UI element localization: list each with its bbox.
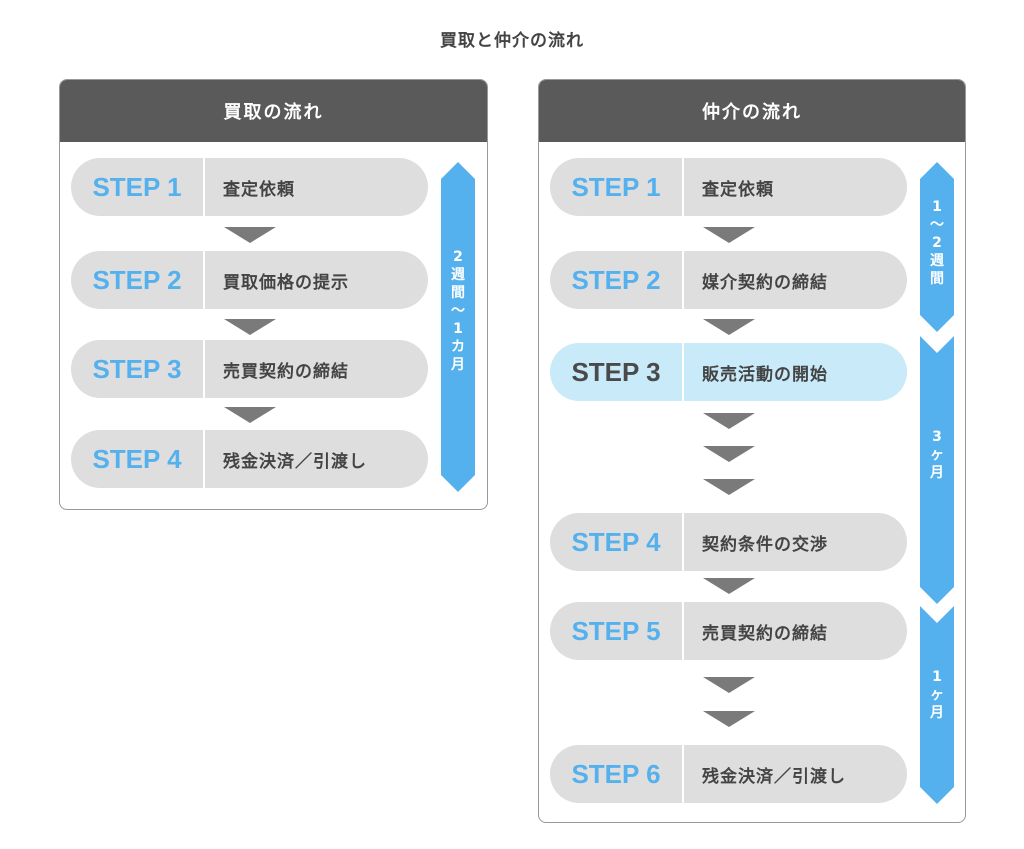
- duration-char: ヶ: [930, 447, 944, 463]
- step-label: 査定依頼: [223, 179, 295, 200]
- step-number: STEP 3: [71, 340, 205, 398]
- step-number: STEP 6: [550, 745, 684, 803]
- duration-char: 月: [930, 465, 944, 481]
- step-number: STEP 4: [550, 513, 684, 571]
- duration-label: 1 〜 2 週 間: [920, 198, 954, 288]
- down-arrow-icon: [703, 677, 755, 693]
- kaitori-duration-bar: 2 週 間 〜 1 カ 月: [441, 162, 475, 492]
- duration-char: 3: [932, 429, 942, 445]
- chukai-step-6: STEP 6 残金決済／引渡し: [550, 745, 907, 803]
- step-number: STEP 2: [71, 251, 205, 309]
- step-label: 残金決済／引渡し: [702, 766, 846, 787]
- duration-char: 週: [451, 267, 465, 283]
- diagram-title: 買取と仲介の流れ: [440, 31, 584, 51]
- duration-label: 2 週 間 〜 1 カ 月: [441, 248, 475, 374]
- down-arrow-icon: [703, 711, 755, 727]
- duration-char: 1: [932, 669, 942, 685]
- duration-char: 〜: [930, 217, 944, 233]
- chukai-step-4: STEP 4 契約条件の交渉: [550, 513, 907, 571]
- down-arrow-icon: [703, 446, 755, 462]
- step-number: STEP 4: [71, 430, 205, 488]
- duration-label: 1 ヶ 月: [920, 668, 954, 722]
- chukai-duration-bar-1: 1 〜 2 週 間: [920, 162, 954, 332]
- duration-char: ヶ: [930, 687, 944, 703]
- down-arrow-icon: [703, 227, 755, 243]
- chukai-duration-bar-3: 1 ヶ 月: [920, 606, 954, 804]
- down-arrow-icon: [224, 227, 276, 243]
- down-arrow-icon: [703, 479, 755, 495]
- duration-char: 月: [930, 705, 944, 721]
- down-arrow-icon: [703, 578, 755, 594]
- chukai-panel: 仲介の流れ STEP 1 査定依頼 STEP 2 媒介契約の締結 STEP 3 …: [538, 79, 966, 823]
- duration-char: 〜: [451, 303, 465, 319]
- step-label: 売買契約の締結: [223, 361, 349, 382]
- duration-char: 1: [932, 199, 942, 215]
- kaitori-step-4: STEP 4 残金決済／引渡し: [71, 430, 428, 488]
- step-number: STEP 1: [550, 158, 684, 216]
- chukai-step-5: STEP 5 売買契約の締結: [550, 602, 907, 660]
- step-number: STEP 1: [71, 158, 205, 216]
- chukai-step-1: STEP 1 査定依頼: [550, 158, 907, 216]
- kaitori-step-1: STEP 1 査定依頼: [71, 158, 428, 216]
- duration-char: 間: [930, 271, 944, 287]
- step-label: 媒介契約の締結: [702, 272, 828, 293]
- chukai-step-2: STEP 2 媒介契約の締結: [550, 251, 907, 309]
- kaitori-step-3: STEP 3 売買契約の締結: [71, 340, 428, 398]
- step-label: 残金決済／引渡し: [223, 451, 367, 472]
- duration-label: 3 ヶ 月: [920, 428, 954, 482]
- duration-char: 2: [453, 249, 463, 265]
- step-number: STEP 2: [550, 251, 684, 309]
- duration-char: 間: [451, 285, 465, 301]
- duration-char: 2: [932, 235, 942, 251]
- step-label: 販売活動の開始: [702, 364, 828, 385]
- duration-char: 週: [930, 253, 944, 269]
- down-arrow-icon: [224, 407, 276, 423]
- step-number: STEP 5: [550, 602, 684, 660]
- kaitori-heading: 買取の流れ: [60, 80, 487, 142]
- step-label: 査定依頼: [702, 179, 774, 200]
- down-arrow-icon: [703, 413, 755, 429]
- duration-bar-shape: [920, 606, 954, 804]
- step-label: 契約条件の交渉: [702, 534, 828, 555]
- chukai-heading: 仲介の流れ: [539, 80, 965, 142]
- kaitori-step-2: STEP 2 買取価格の提示: [71, 251, 428, 309]
- down-arrow-icon: [703, 319, 755, 335]
- step-label: 売買契約の締結: [702, 623, 828, 644]
- step-number: STEP 3: [550, 343, 684, 401]
- duration-char: 月: [451, 357, 465, 373]
- chukai-duration-bar-2: 3 ヶ 月: [920, 336, 954, 604]
- duration-bar-shape: [920, 162, 954, 332]
- step-label: 買取価格の提示: [223, 272, 349, 293]
- duration-bar-shape: [441, 162, 475, 492]
- chukai-step-3: STEP 3 販売活動の開始: [550, 343, 907, 401]
- duration-char: カ: [451, 339, 465, 355]
- duration-char: 1: [453, 321, 463, 337]
- kaitori-panel: 買取の流れ STEP 1 査定依頼 STEP 2 買取価格の提示 STEP 3 …: [59, 79, 488, 510]
- duration-bar-shape: [920, 336, 954, 604]
- down-arrow-icon: [224, 319, 276, 335]
